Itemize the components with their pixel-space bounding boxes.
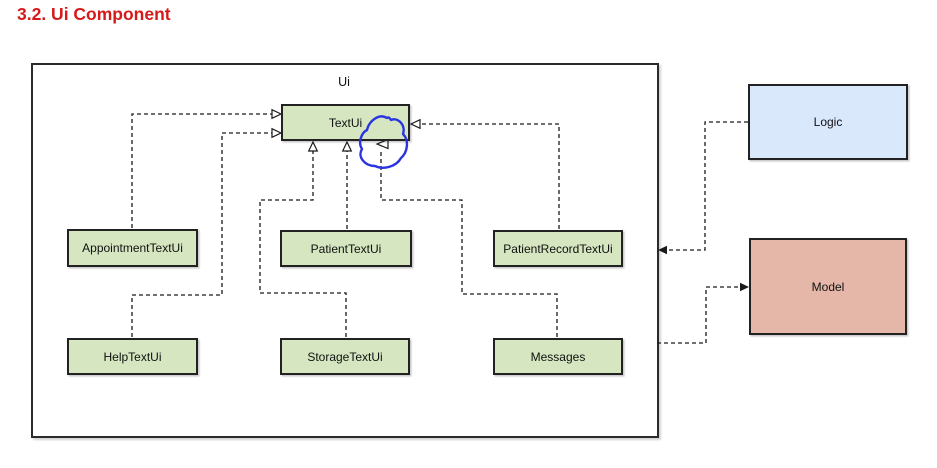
filled-arrowhead-icon	[658, 245, 667, 255]
node-textui-label: TextUi	[328, 115, 363, 130]
node-model-label: Model	[811, 279, 845, 294]
connector-logic-to-ui	[666, 121, 748, 251]
ui-container-label: Ui	[338, 75, 350, 89]
node-messages-label: Messages	[530, 349, 586, 364]
node-model: Model	[749, 238, 907, 335]
node-patientrecordtextui: PatientRecordTextUi	[493, 230, 623, 267]
node-textui: TextUi	[281, 104, 410, 141]
node-logic-label: Logic	[813, 115, 843, 129]
connector-ui-to-model	[657, 286, 740, 344]
filled-arrowhead-icon	[740, 282, 749, 292]
node-helptextui-label: HelpTextUi	[103, 349, 162, 364]
node-logic: Logic	[748, 84, 908, 160]
node-appointmenttextui: AppointmentTextUi	[67, 229, 198, 267]
node-storagetextui-label: StorageTextUi	[307, 349, 383, 364]
node-patienttextui-label: PatientTextUi	[310, 241, 382, 256]
node-helptextui: HelpTextUi	[67, 338, 198, 375]
section-heading: 3.2. Ui Component	[17, 4, 171, 24]
node-appointmenttextui-label: AppointmentTextUi	[82, 241, 183, 255]
node-storagetextui: StorageTextUi	[280, 338, 410, 375]
node-patienttextui: PatientTextUi	[280, 230, 412, 267]
node-patientrecordtextui-label: PatientRecordTextUi	[503, 241, 613, 256]
node-messages: Messages	[493, 338, 623, 375]
